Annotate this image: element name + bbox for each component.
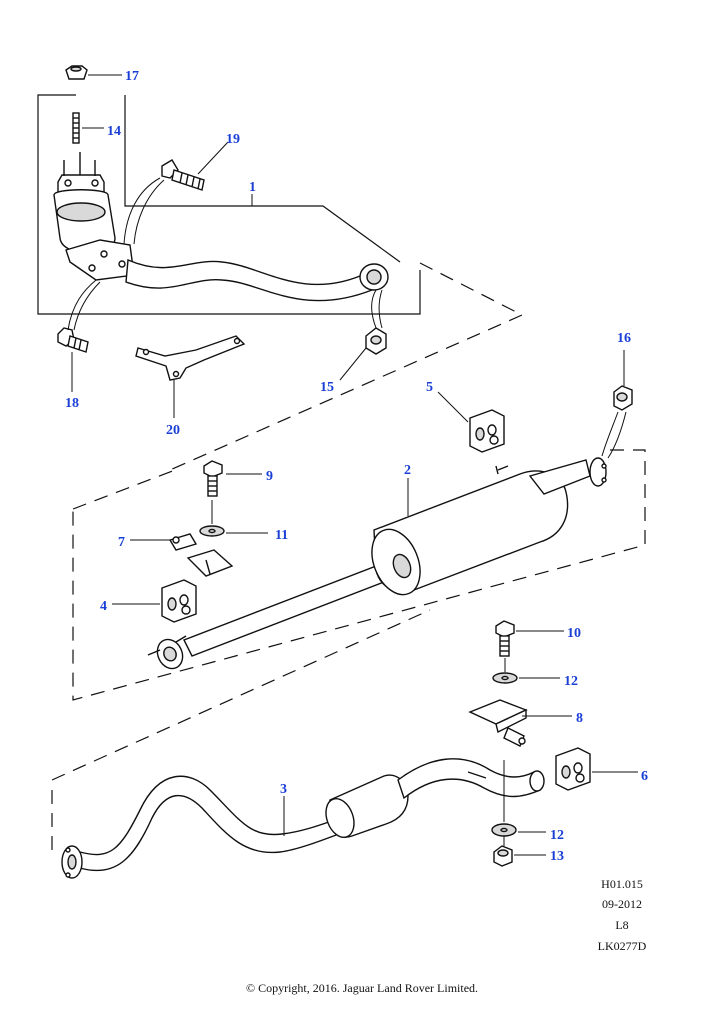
callout-5: 5 xyxy=(426,380,433,395)
callout-4: 4 xyxy=(100,599,107,614)
bolt-9 xyxy=(203,460,223,497)
nut-13 xyxy=(493,845,513,867)
callout-19: 19 xyxy=(226,132,240,147)
callout-13: 13 xyxy=(550,849,564,864)
callout-6: 6 xyxy=(641,769,648,784)
nut-15 xyxy=(365,327,387,355)
hanger-bracket-8 xyxy=(468,699,528,747)
callout-18: 18 xyxy=(65,396,79,411)
bolt-18 xyxy=(57,327,89,353)
callout-10: 10 xyxy=(567,626,581,641)
rear-muffler-tailpipe-3 xyxy=(61,758,545,879)
leader-lines xyxy=(67,74,638,856)
caption-variant: L8 xyxy=(615,918,628,932)
callout-7: 7 xyxy=(118,535,125,550)
rubber-mounting-5 xyxy=(469,409,505,453)
caption-code: LK0277D xyxy=(598,939,647,953)
rear-muffler-frame xyxy=(51,609,431,858)
reference-caption: H01.015 09-2012 L8 LK0277D xyxy=(598,877,647,953)
rubber-mounting-6 xyxy=(555,747,591,791)
stud-14 xyxy=(72,112,80,144)
callout-11: 11 xyxy=(275,528,288,543)
copyright-notice: © Copyright, 2016. Jaguar Land Rover Lim… xyxy=(245,981,479,995)
caption-ref: H01.015 xyxy=(601,877,643,891)
front-pipe-catalytic-converter-1 xyxy=(53,152,389,302)
callout-8: 8 xyxy=(576,711,583,726)
hanger-bracket-7 xyxy=(168,533,234,577)
callout-3: 3 xyxy=(280,782,287,797)
bracket-20 xyxy=(135,335,246,381)
intermediate-muffler-2 xyxy=(147,457,607,670)
center-muffler-frame xyxy=(72,449,646,701)
nut-17 xyxy=(65,65,88,80)
front-pipe-frame xyxy=(37,94,523,471)
callout-20: 20 xyxy=(166,423,180,438)
callout-1: 1 xyxy=(249,180,256,195)
washer-12-lower xyxy=(491,823,517,837)
rubber-mounting-4 xyxy=(161,579,197,623)
bolt-10 xyxy=(495,620,515,657)
callout-15: 15 xyxy=(320,380,334,395)
callout-17: 17 xyxy=(125,69,139,84)
callout-labels: 17 14 19 1 18 20 15 16 5 2 9 11 7 4 10 1… xyxy=(65,69,648,864)
bolt-19 xyxy=(161,159,205,191)
callout-16: 16 xyxy=(617,331,631,346)
washer-11 xyxy=(199,525,225,537)
washer-12-upper xyxy=(492,672,518,684)
callout-2: 2 xyxy=(404,463,411,478)
nut-16 xyxy=(613,385,633,411)
callout-14: 14 xyxy=(107,124,121,139)
callout-12-lower: 12 xyxy=(550,828,564,843)
callout-9: 9 xyxy=(266,469,273,484)
callout-12-upper: 12 xyxy=(564,674,578,689)
caption-date: 09-2012 xyxy=(602,897,642,911)
